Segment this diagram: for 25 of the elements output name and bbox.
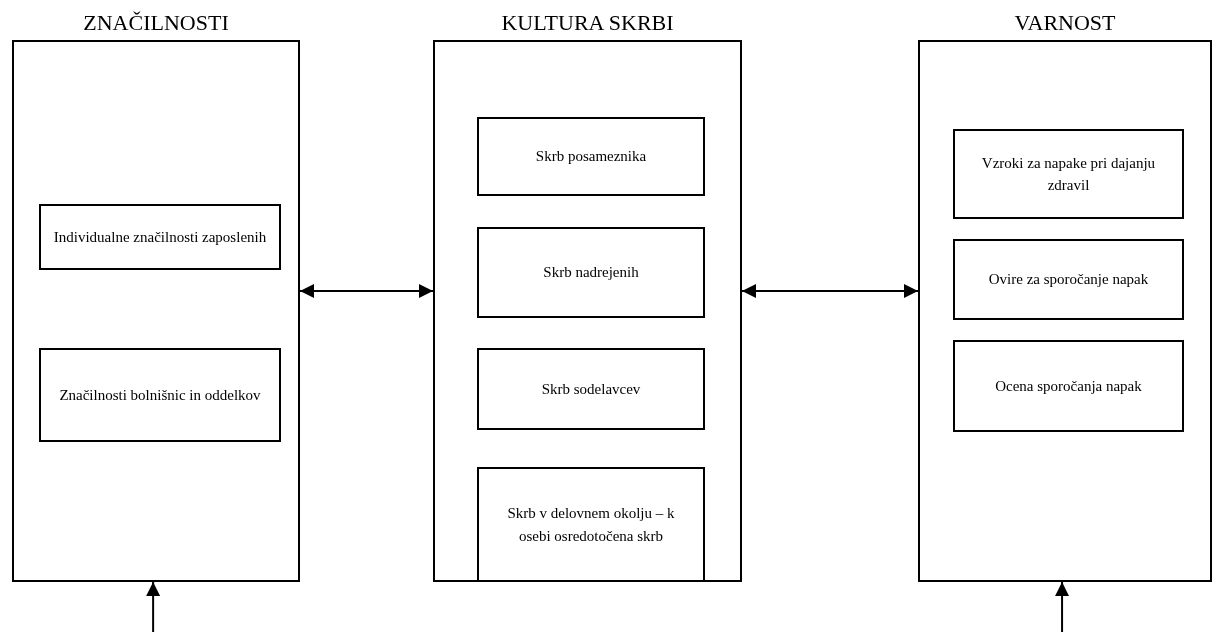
- concept-box: [953, 129, 1184, 219]
- group-heading: VARNOST: [1013, 10, 1117, 36]
- concept-box: [477, 348, 705, 430]
- concept-box: [953, 340, 1184, 432]
- box-label: Skrb nadrejenih: [543, 263, 639, 283]
- arrow: [146, 581, 161, 632]
- box-label: Skrb v delovnem okolju – k osebi osredotočena skrb: [506, 504, 676, 546]
- box-label: Vzroki za napake pri dajanju zdravil: [980, 153, 1157, 195]
- concept-box: [477, 227, 705, 318]
- concept-box: [953, 239, 1184, 320]
- box-label: Skrb sodelavcev: [541, 379, 641, 399]
- arrow: [1055, 581, 1070, 632]
- group-heading: KULTURA SKRBI: [500, 10, 675, 36]
- box-label: Ovire za sporočanje napak: [988, 270, 1149, 290]
- concept-box: [39, 348, 281, 442]
- arrow: [299, 284, 434, 298]
- group-heading: ZNAČILNOSTI: [82, 10, 230, 36]
- concept-box: [477, 117, 705, 196]
- box-label: Ocena sporočanja napak: [995, 376, 1142, 396]
- box-label: Individualne značilnosti zaposlenih: [53, 227, 267, 247]
- concept-box: [39, 204, 281, 270]
- concept-box: [477, 467, 705, 582]
- box-label: Značilnosti bolnišnic in oddelkov: [59, 385, 261, 405]
- arrow: [741, 284, 919, 298]
- box-label: Skrb posameznika: [535, 147, 647, 167]
